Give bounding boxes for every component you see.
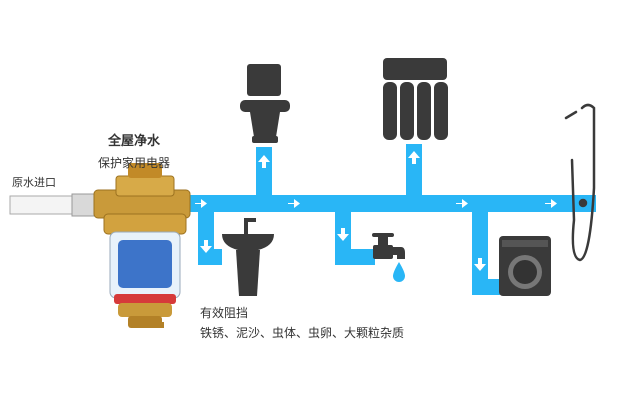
arrow-right-4 — [545, 199, 557, 208]
inlet-pipe-end — [71, 193, 95, 217]
toilet-icon — [240, 64, 290, 143]
title-sub: 保护家用电器 — [98, 156, 171, 170]
faucet-icon — [372, 233, 405, 259]
arrow-right-1 — [195, 199, 207, 208]
inlet-pipe — [9, 195, 73, 215]
water-drop-icon — [393, 262, 405, 282]
pipe-to-faucet-h — [335, 249, 375, 265]
pipe-to-washer-h — [472, 279, 500, 295]
arrow-up-ro — [408, 151, 420, 164]
flow-arrows — [195, 151, 557, 271]
arrow-down-basin — [200, 240, 212, 253]
block-items: 铁锈、泥沙、虫体、虫卵、大颗粒杂质 — [200, 326, 405, 340]
arrow-right-3 — [456, 199, 468, 208]
arrow-right-2 — [288, 199, 300, 208]
arrow-down-faucet — [337, 228, 349, 241]
title-main: 全屋净水 — [108, 134, 161, 149]
arrow-down-washer — [474, 258, 486, 271]
pipe-to-basin-h — [198, 249, 222, 265]
prefilter-icon — [93, 163, 191, 328]
block-title: 有效阻挡 — [200, 306, 249, 320]
shower-icon — [564, 103, 596, 262]
basin-icon — [222, 218, 274, 296]
main-pipe — [190, 195, 596, 212]
pipe-to-washer — [472, 210, 488, 295]
ro-purifier-icon — [383, 58, 448, 140]
inlet-label: 原水进口 — [12, 176, 56, 189]
pipe-to-toilet — [256, 147, 272, 197]
washing-machine-icon — [499, 236, 551, 296]
arrow-up-toilet — [258, 155, 270, 168]
